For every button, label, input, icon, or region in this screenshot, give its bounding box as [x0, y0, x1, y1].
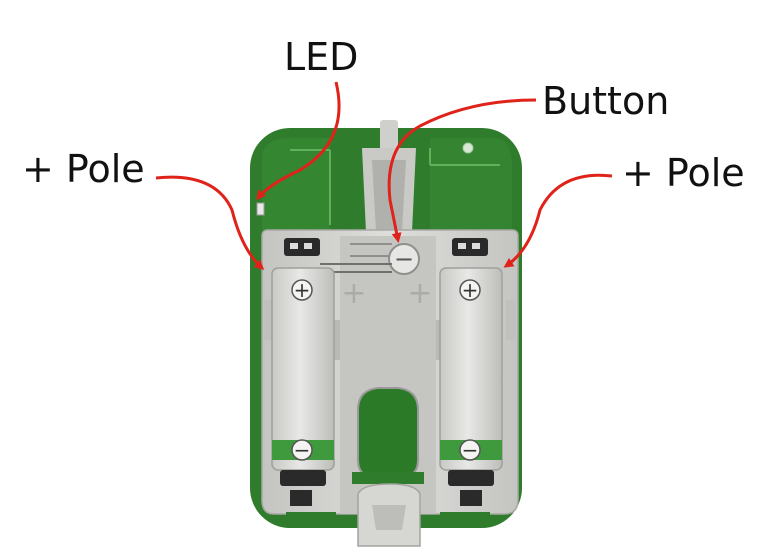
center-plus-left: +: [341, 276, 366, 311]
left-battery-slot: + −: [271, 267, 335, 506]
led-arrow: [256, 81, 341, 201]
center-button: −: [320, 243, 420, 275]
button-arrow: [387, 98, 537, 243]
right-minus-sign: −: [462, 438, 479, 462]
right-pole-arrow: [503, 173, 613, 268]
button-minus-sign: −: [394, 245, 414, 273]
top-contacts: [284, 238, 488, 256]
right-battery-slot: + −: [439, 267, 503, 506]
led-label: LED: [284, 35, 359, 79]
led-component: [256, 202, 265, 216]
center-plus-right: +: [407, 276, 432, 311]
right-plus-sign: +: [462, 278, 479, 302]
left-pole-label: + Pole: [22, 147, 145, 191]
button-label: Button: [542, 79, 670, 123]
left-minus-sign: −: [294, 438, 311, 462]
left-pole-arrow: [155, 175, 265, 271]
left-plus-sign: +: [294, 278, 311, 302]
right-pole-label: + Pole: [622, 151, 745, 195]
